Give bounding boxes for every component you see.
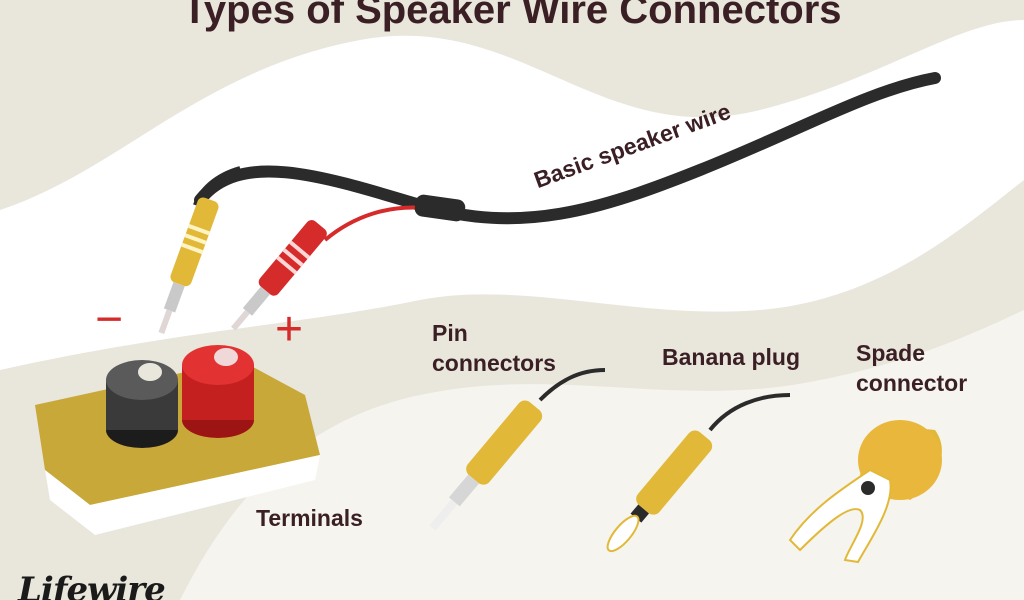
spade-connector-illustration [788,420,942,564]
speaker-wire-black [194,72,941,225]
diagram-title: Types of Speaker Wire Connectors [182,0,842,32]
plus-sign: + [275,303,303,356]
label-terminals: Terminals [256,505,363,531]
lifewire-logo: Lifewire [18,570,166,600]
label-banana-plug: Banana plug [662,344,801,370]
background-wave-top [0,20,1024,370]
label-pin-line2: connectors [432,350,556,376]
label-pin-line1: Pin [432,320,468,346]
minus-sign: − [95,293,123,346]
gold-pin-plug [158,197,219,335]
speaker-wire-black-lead [193,166,241,206]
terminal-block-side [45,455,320,535]
label-spade-line1: Spade [856,340,926,366]
red-pin-plug [231,220,327,331]
banana-plug-illustration [606,393,791,553]
label-spade-line2: connector [856,370,968,396]
wire-junction [414,194,466,222]
speaker-wire-red [323,205,426,242]
red-terminal-post [182,345,254,438]
logo-text: Lifewire [18,570,166,600]
black-terminal-post [106,360,178,448]
pin-connector-illustration [429,368,606,531]
